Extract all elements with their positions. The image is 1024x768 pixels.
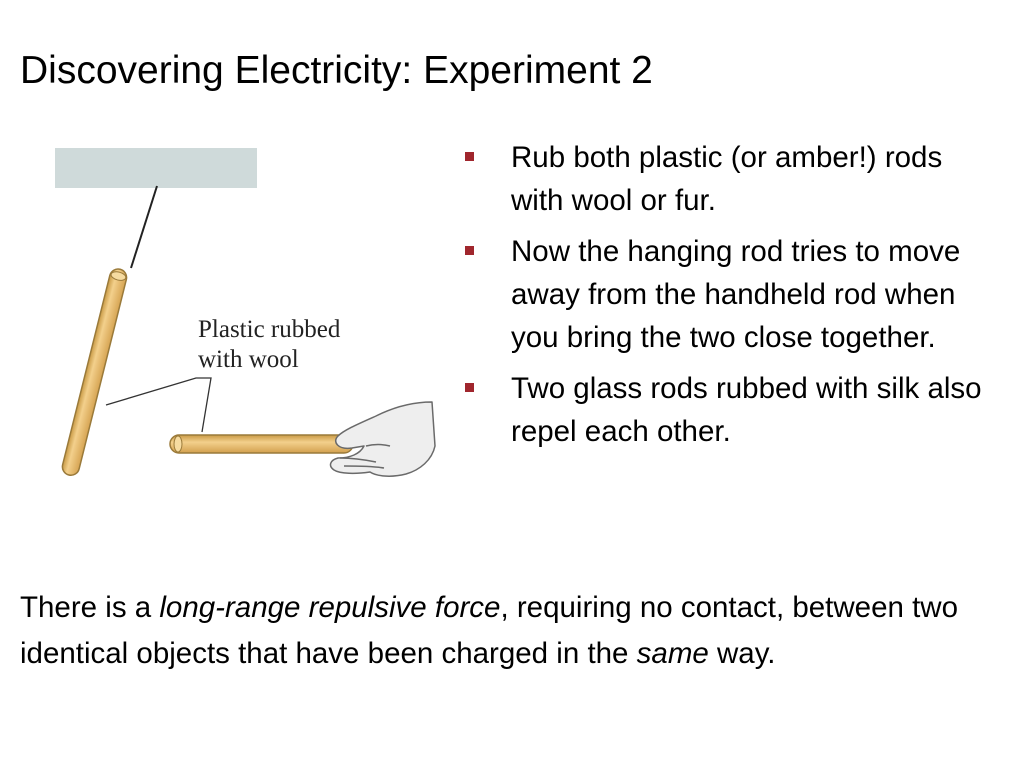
bullet-item: Now the hanging rod tries to move away f… — [462, 230, 1002, 359]
suspension-thread — [130, 185, 158, 269]
conclusion-emphasis-force: long-range repulsive force — [159, 591, 501, 624]
conclusion-part1: There is a — [20, 591, 160, 624]
bullet-item: Two glass rods rubbed with silk also rep… — [462, 367, 1002, 453]
handheld-plastic-rod — [169, 434, 354, 454]
slide-title: Discovering Electricity: Experiment 2 — [20, 49, 653, 92]
rod-label-line2: with wool — [198, 346, 299, 373]
label-leader-line — [105, 377, 212, 433]
conclusion-emphasis-same: same — [636, 637, 709, 670]
square-bullet-icon — [465, 152, 474, 161]
hand-icon — [329, 401, 436, 477]
bullet-item: Rub both plastic (or amber!) rods with w… — [462, 136, 1002, 222]
square-bullet-icon — [465, 246, 474, 255]
conclusion-part2: , requiring no contact, between two iden… — [20, 591, 958, 670]
bullet-text: Two glass rods rubbed with silk also rep… — [511, 372, 982, 448]
bullet-text: Now the hanging rod tries to move away f… — [511, 235, 961, 354]
rod-label-line1: Plastic rubbed — [198, 316, 341, 343]
bullet-text: Rub both plastic (or amber!) rods with w… — [511, 141, 943, 217]
rod-experiment-figure: Plastic rubbed with wool — [40, 140, 450, 490]
ceiling-support — [55, 148, 257, 188]
bullet-list: Rub both plastic (or amber!) rods with w… — [462, 136, 1002, 461]
rod-experiment-illustration: Plastic rubbed with wool — [55, 148, 436, 477]
conclusion-text: There is a long-range repulsive force, r… — [20, 585, 1010, 677]
conclusion-part3: way. — [708, 637, 776, 670]
square-bullet-icon — [465, 383, 474, 392]
hanging-plastic-rod — [61, 268, 128, 476]
